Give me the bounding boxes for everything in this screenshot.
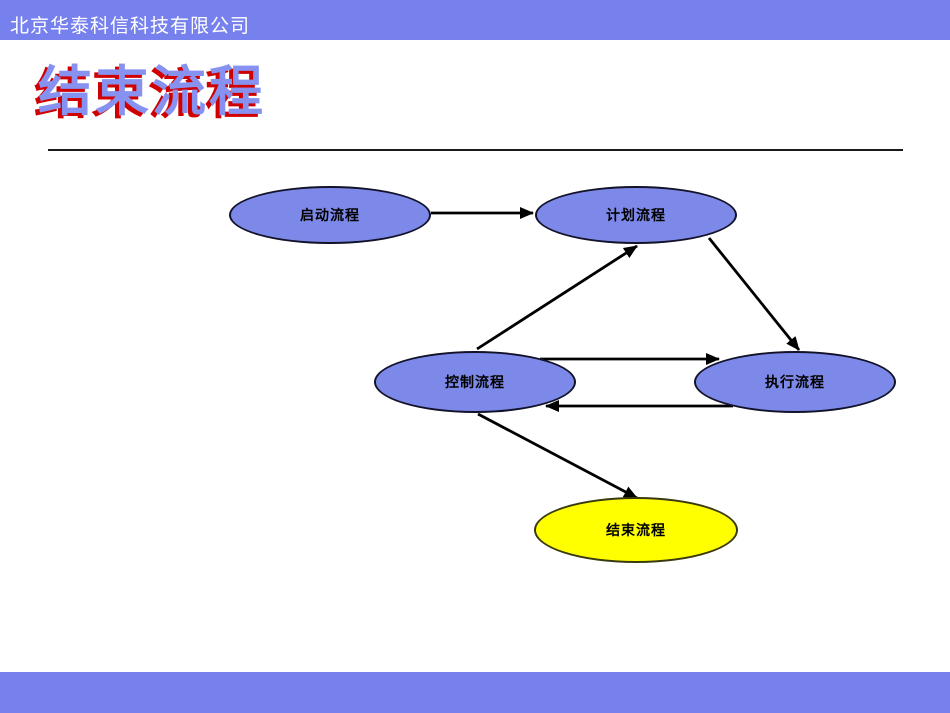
edge-control-to-end	[477, 412, 638, 500]
node-execute-process: 执行流程	[694, 351, 896, 413]
title-underline	[48, 149, 903, 151]
node-label: 控制流程	[445, 375, 505, 391]
node-end-process: 结束流程	[534, 497, 738, 563]
node-label: 计划流程	[606, 208, 666, 224]
edge-plan-to-execute	[707, 237, 801, 351]
footer-band	[0, 672, 950, 713]
node-label: 执行流程	[765, 375, 825, 391]
edge-control-to-plan	[476, 244, 638, 351]
node-label: 结束流程	[606, 523, 666, 539]
header-band: 北京华泰科信科技有限公司	[0, 0, 950, 40]
node-start-process: 启动流程	[229, 186, 431, 244]
company-name: 北京华泰科信科技有限公司	[10, 16, 251, 37]
node-control-process: 控制流程	[374, 351, 576, 413]
node-label: 启动流程	[300, 208, 360, 224]
slide-title: 结束流程	[38, 60, 266, 123]
node-plan-process: 计划流程	[535, 186, 737, 244]
